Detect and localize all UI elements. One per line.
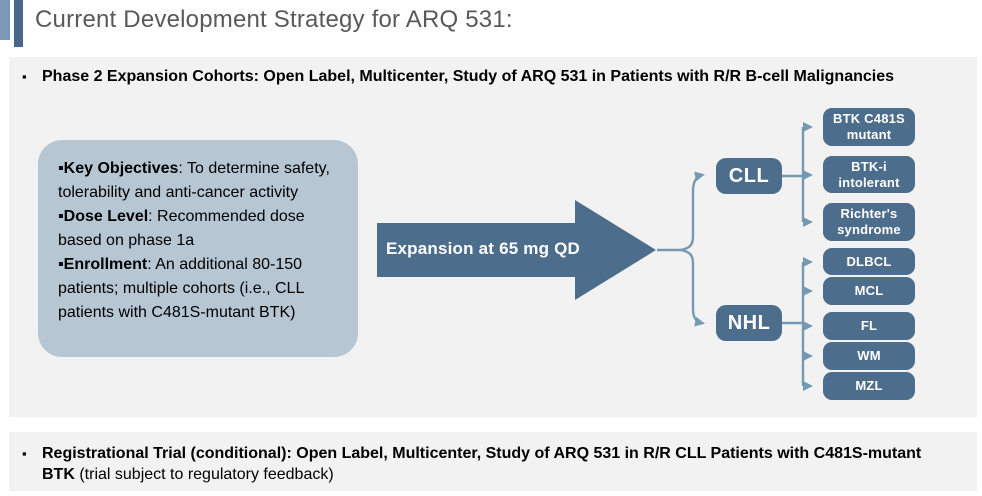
square-bullet-icon: ▪	[22, 69, 27, 84]
node-mzl: MZL	[823, 372, 915, 400]
objectives-item-text: : An additional 80-150 patients; multipl…	[58, 256, 304, 321]
expansion-arrow-label: Expansion at 65 mg QD	[385, 239, 581, 258]
node-cll: CLL	[716, 158, 782, 194]
objectives-item-term: Dose Level	[63, 208, 149, 225]
node-dlbcl: DLBCL	[823, 248, 915, 275]
objectives-item-text: : To determine safety, tolerability and …	[58, 160, 330, 201]
node-richters-syndrome: Richter's syndrome	[823, 203, 915, 241]
node-btk-i-intolerant: BTK-i intolerant	[823, 156, 915, 193]
page-title: Current Development Strategy for ARQ 531…	[35, 6, 513, 33]
node-nhl: NHL	[716, 305, 782, 341]
bullet-registrational: ▪ Registrational Trial (conditional): Op…	[22, 443, 957, 485]
objectives-item-term: Key Objectives	[63, 160, 179, 177]
title-accent-bar-light	[0, 0, 10, 40]
bullet-phase2: ▪ Phase 2 Expansion Cohorts: Open Label,…	[22, 66, 957, 87]
bullet-registrational-normal: (trial subject to regulatory feedback)	[74, 466, 334, 483]
bullet-registrational-bold: Registrational Trial (conditional): Open…	[42, 445, 922, 483]
square-bullet-icon: ▪	[22, 446, 27, 461]
footer-content-panel	[9, 432, 977, 491]
square-bullet-icon: ▪	[58, 256, 64, 273]
bullet-phase2-text: Phase 2 Expansion Cohorts: Open Label, M…	[42, 66, 894, 87]
square-bullet-icon: ▪	[58, 208, 64, 225]
objectives-item-key-objectives: ▪Key Objectives: To determine safety, to…	[58, 157, 340, 205]
square-bullet-icon: ▪	[58, 160, 64, 177]
node-fl: FL	[823, 312, 915, 340]
objectives-box: ▪Key Objectives: To determine safety, to…	[38, 140, 358, 357]
node-mcl: MCL	[823, 277, 915, 305]
bullet-phase2-bold: Phase 2 Expansion Cohorts: Open Label, M…	[42, 68, 895, 85]
bullet-registrational-text: Registrational Trial (conditional): Open…	[42, 443, 957, 485]
node-wm: WM	[823, 342, 915, 370]
objectives-item-enrollment: ▪Enrollment: An additional 80-150 patien…	[58, 253, 340, 325]
node-btk-c481s-mutant: BTK C481S mutant	[823, 108, 915, 146]
title-accent-bar-dark	[14, 0, 23, 47]
objectives-item-dose-level: ▪Dose Level: Recommended dose based on p…	[58, 205, 340, 253]
objectives-item-text: : Recommended dose based on phase 1a	[58, 208, 305, 249]
objectives-item-term: Enrollment	[63, 256, 148, 273]
